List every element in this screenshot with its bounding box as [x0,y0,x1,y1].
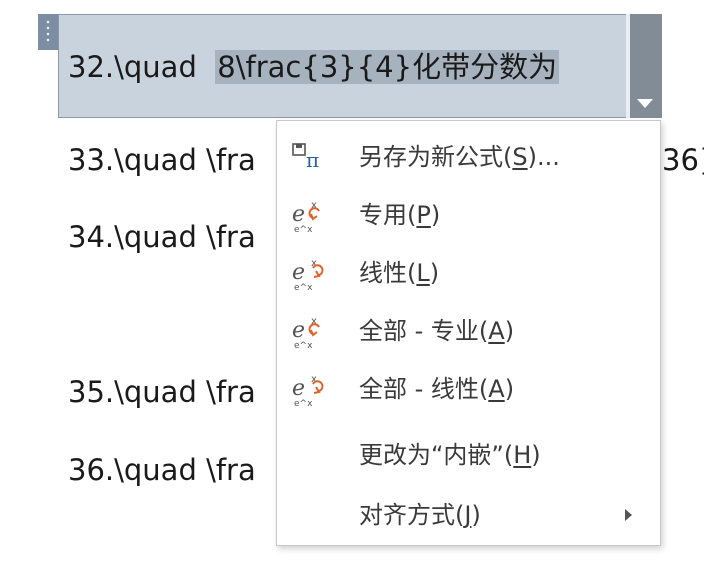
doc-line-34: 34.\quad \fra [68,220,256,254]
menu-item-label: 对齐方式(J) [359,501,481,529]
menu-item-label: 全部 - 专业(A) [359,317,515,345]
all-professional-icon: e x e^x [292,316,320,351]
equation-selection[interactable]: 8\frac{3}{4}化带分数为 [215,50,560,84]
equation-options-button[interactable] [626,14,662,118]
menu-item-all-linear[interactable]: e x e^x 全部 - 线性(A) [277,361,660,419]
svg-text:x: x [311,258,317,269]
svg-text:e^x: e^x [294,225,313,235]
doc-line-tail-text: 36} [662,143,704,177]
doc-line-text: 34.\quad \fra [68,220,256,254]
svg-text:x: x [311,200,317,211]
menu-item-label: 另存为新公式(S)... [359,143,560,171]
svg-text:e^x: e^x [294,399,313,409]
svg-text:e: e [292,318,305,343]
linear-format-icon: e x e^x [292,258,324,293]
all-linear-icon: e x e^x [292,374,324,409]
equation-prefix: 32.\quad [68,50,216,84]
doc-line-text: 36.\quad \fra [68,453,256,487]
menu-item-label: 专用(P) [359,201,441,229]
equation-text[interactable]: 32.\quad 8\frac{3}{4}化带分数为 [68,50,560,84]
doc-line-36: 36.\quad \fra [68,453,256,487]
menu-item-label: 更改为“内嵌”(H) [359,441,541,469]
grip-dots-icon [45,19,51,45]
menu-item-alignment[interactable]: 对齐方式(J) [277,487,660,545]
menu-item-save-as-new-equation[interactable]: π 另存为新公式(S)... [277,129,660,187]
equation-options-menu: π 另存为新公式(S)... e x e^x 专用(P) e x e^x 线性(… [276,120,661,546]
doc-line-33: 33.\quad \fra [68,143,256,177]
menu-item-all-professional[interactable]: e x e^x 全部 - 专业(A) [277,303,660,361]
svg-text:x: x [311,374,317,385]
doc-line-text: 33.\quad \fra [68,143,256,177]
svg-text:e: e [292,376,305,401]
professional-format-icon: e x e^x [292,200,320,235]
submenu-arrow-icon [625,509,632,521]
doc-line-33-tail: 36} [662,143,704,177]
menu-item-change-to-inline[interactable]: 更改为“内嵌”(H) [277,427,660,485]
svg-text:e: e [292,260,305,285]
dropdown-arrow-icon [637,99,653,108]
menu-item-label: 全部 - 线性(A) [359,375,515,403]
menu-item-linear[interactable]: e x e^x 线性(L) [277,245,660,303]
doc-line-text: 35.\quad \fra [68,375,256,409]
svg-text:e: e [292,202,305,227]
equation-drag-handle[interactable] [38,14,58,50]
save-equation-icon: π [292,143,319,172]
menu-item-professional[interactable]: e x e^x 专用(P) [277,187,660,245]
menu-item-label: 线性(L) [359,259,440,287]
svg-text:e^x: e^x [294,283,313,293]
svg-text:π: π [306,148,319,172]
svg-text:x: x [311,316,317,327]
doc-line-35: 35.\quad \fra [68,375,256,409]
svg-text:e^x: e^x [294,341,313,351]
